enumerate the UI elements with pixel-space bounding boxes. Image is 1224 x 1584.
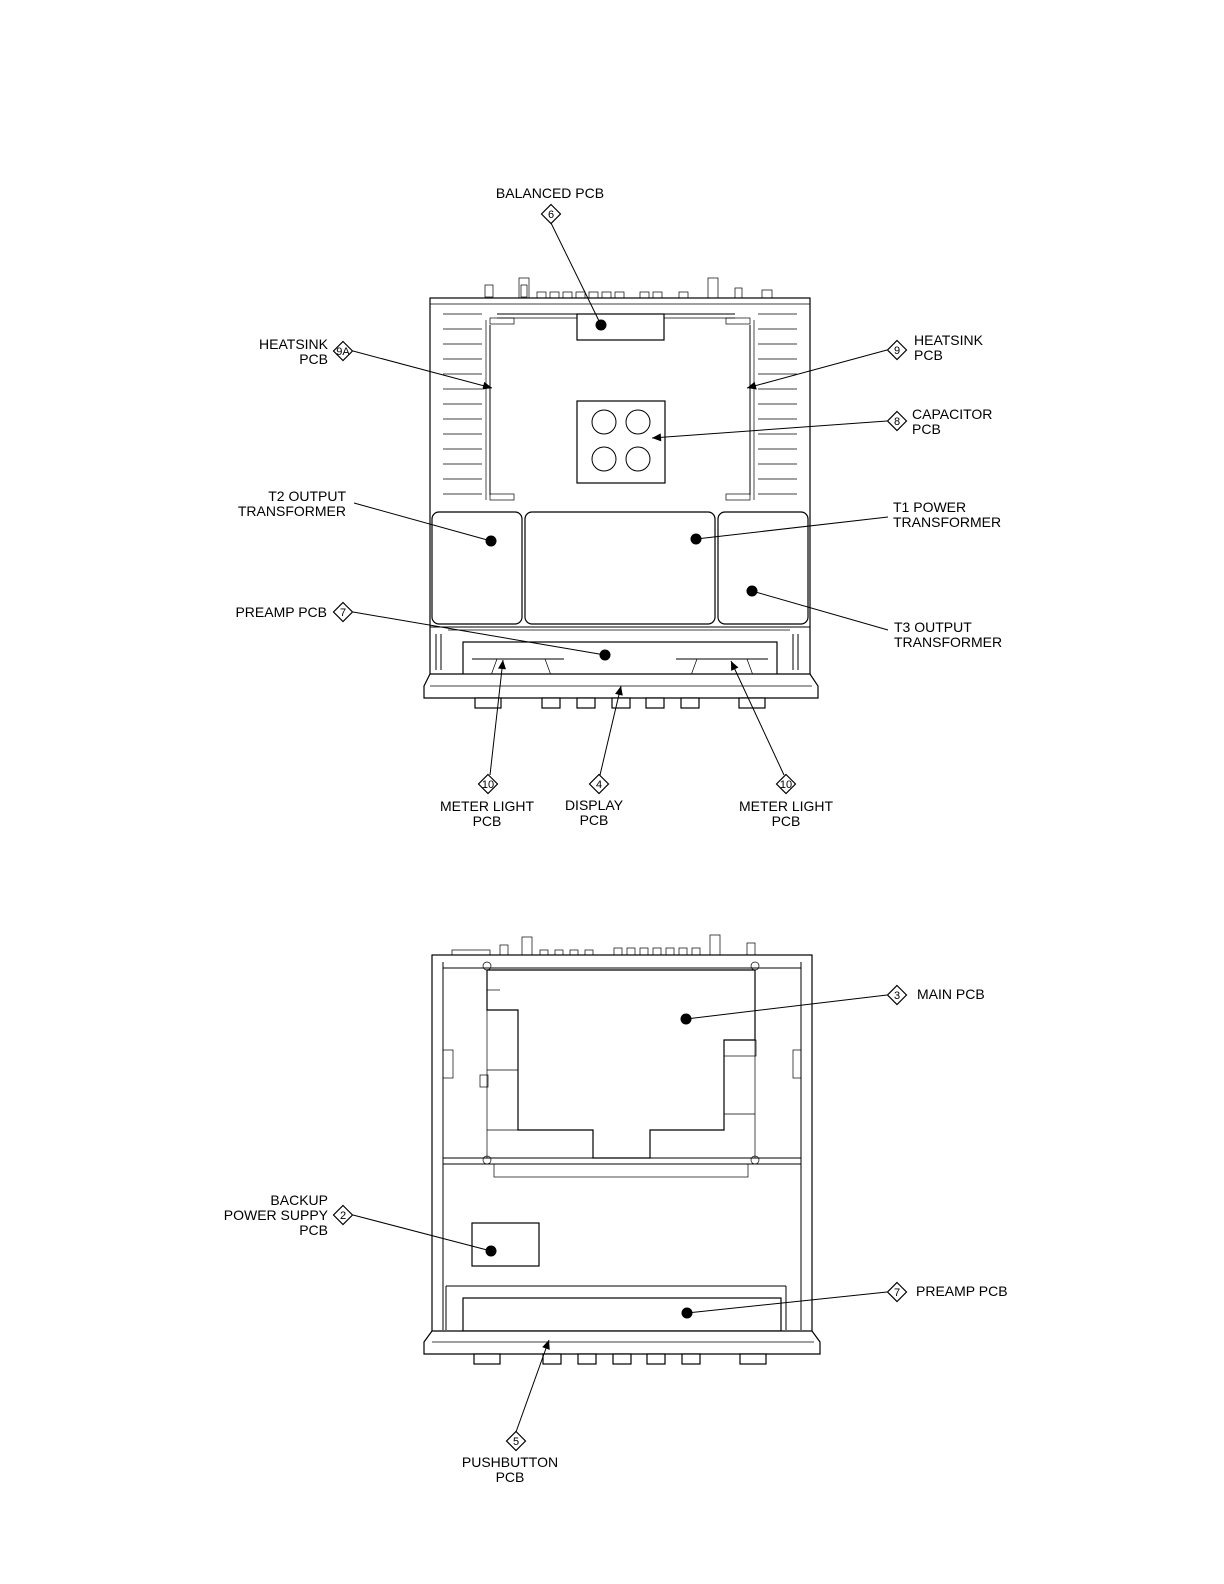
front-knobs-top [475,698,765,708]
top-view-chassis [424,278,818,708]
location-dot [486,536,497,547]
callout-label-line: METER LIGHT [440,798,535,814]
callout-label-line: PCB [914,347,943,363]
callout-label-line: CAPACITOR [912,406,992,422]
callout-label-line: TRANSFORMER [893,514,1001,530]
callout-label-line: HEATSINK [259,336,329,352]
rear-connectors-top [485,278,772,299]
callout-label-line: PCB [299,351,328,367]
location-dot [486,1246,497,1257]
callout-label-line: PCB [580,812,609,828]
backup-power-supply-pcb-shape [472,1223,539,1266]
callout-label-line: PCB [912,421,941,437]
item-number: 10 [482,779,494,791]
item-number: 7 [894,1287,900,1299]
callout-label-line: T2 OUTPUT [268,488,346,504]
location-dot [681,1014,692,1025]
item-number: 9 [894,345,900,357]
item-number: 9A [336,346,350,358]
callout-label-line: BALANCED PCB [496,185,604,201]
callout-label-line: BACKUP [270,1192,328,1208]
callout-label-line: POWER SUPPY [224,1207,329,1223]
location-dot [682,1308,693,1319]
callout-label-line: TRANSFORMER [238,503,346,519]
callout-label: PREAMP PCB [916,1283,1008,1299]
callout-label-line: PCB [473,813,502,829]
callout-label-line: PCB [772,813,801,829]
capacitor-pcb-shape [577,401,665,483]
item-number: 6 [548,209,554,221]
location-dot [596,320,607,331]
t1-power-transformer-shape [525,512,715,624]
item-number: 2 [340,1210,346,1222]
front-knobs-bottom [474,1354,766,1364]
callout-label-line: TRANSFORMER [894,634,1002,650]
callout-label-line: METER LIGHT [739,798,834,814]
callout-label-line: DISPLAY [565,797,624,813]
callout-label-line: PREAMP PCB [235,604,327,620]
location-dot [691,534,702,545]
callout-label-line: PCB [496,1469,525,1485]
callout-label: PREAMP PCB [235,604,327,620]
location-dot [747,586,758,597]
preamp-pcb-bottom-shape [463,1298,781,1331]
item-number: 5 [513,1436,519,1448]
callout-label: DISPLAYPCB [565,797,624,828]
item-number: 4 [596,779,602,791]
callout-label: BALANCED PCB [496,185,604,201]
rear-connectors-bottom [452,935,755,955]
callout-label-line: PREAMP PCB [916,1283,1008,1299]
leader-line [600,686,621,775]
callout-label-line: MAIN PCB [917,986,985,1002]
callout-label-line: HEATSINK [914,332,984,348]
bottom-view-chassis [424,935,820,1364]
callout-label-line: PCB [299,1222,328,1238]
callout-label-line: T1 POWER [893,499,966,515]
main-pcb-shape [487,970,755,1158]
callout-label-line: T3 OUTPUT [894,619,972,635]
item-number: 3 [894,990,900,1002]
preamp-pcb-top-shape [463,642,777,678]
callout-label-line: PUSHBUTTON [462,1454,558,1470]
item-number: 10 [780,779,792,791]
t3-output-transformer-shape [718,512,808,624]
balanced-pcb-shape [577,314,664,340]
item-number: 7 [340,607,346,619]
callout-label: MAIN PCB [917,986,985,1002]
item-number: 8 [894,416,900,428]
location-dot [600,650,611,661]
front-panel-bottom [424,1331,820,1354]
